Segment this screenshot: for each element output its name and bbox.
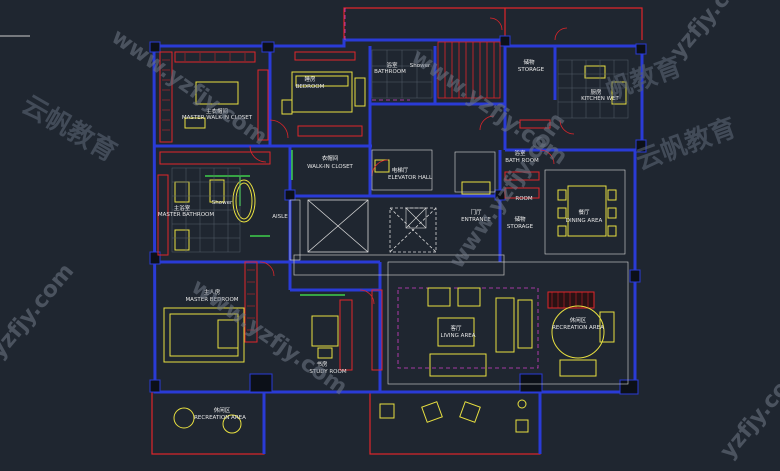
label-room: ROOM: [515, 196, 532, 202]
closet-island: [195, 81, 239, 105]
label-bath-room: BATH ROOM: [505, 158, 539, 164]
label-study-room: STUDY ROOM: [309, 369, 346, 375]
label-master-bedroom-cn: 主人房: [204, 288, 221, 296]
label-bathroom-top-cn: 浴室: [386, 61, 398, 69]
label-walkin-closet-cn: 衣帽间: [322, 154, 339, 162]
label-bathroom-top: BATHROOM: [374, 69, 406, 75]
recreation-table: [551, 305, 605, 359]
label-bedroom: BEDROOM: [296, 84, 325, 90]
label-walkin-closet: WALK-IN CLOSET: [307, 164, 353, 170]
label-master-bathroom-cn: 主浴室: [174, 204, 191, 212]
label-aisle: AISLE: [272, 214, 288, 220]
elevator-shafts: [293, 199, 505, 276]
label-master-walkin-closet-cn: 主衣帽间: [206, 107, 228, 115]
furniture: [163, 65, 627, 434]
wardrobe-hatching: [162, 53, 589, 331]
label-entrance: ENTRANCE: [461, 217, 491, 223]
stairs: [437, 41, 501, 99]
dining-table: [567, 185, 607, 237]
label-storage-mid-cn: 储物: [514, 215, 526, 223]
label-master-bathroom: MASTER BATHROOM: [158, 212, 214, 218]
label-storage-top: STORAGE: [518, 67, 545, 73]
label-bedroom-cn: 睡房: [304, 75, 316, 83]
casework: [157, 51, 595, 371]
label-kitchen-wet: KITCHEN WET: [581, 96, 619, 102]
label-storage-top-cn: 储物: [523, 58, 535, 66]
label-entrance-cn: 门厅: [470, 208, 482, 216]
label-elevator-hall-cn: 电梯厅: [392, 166, 409, 174]
label-master-walkin-closet: MASTER WALK-IN CLOSET: [182, 115, 253, 121]
label-master-bedroom: MASTER BEDROOM: [185, 297, 238, 303]
bedroom-bed: [291, 71, 353, 113]
label-living-area: LIVING AREA: [440, 333, 475, 339]
closet-bench: [184, 117, 206, 129]
study-desk: [311, 315, 339, 347]
label-recreation-bottom-cn: 休闲区: [214, 406, 231, 414]
label-storage-mid: STORAGE: [507, 224, 534, 230]
room-labels: 主衣帽间 MASTER WALK-IN CLOSET 睡房 BEDROOM 浴室…: [158, 58, 620, 421]
label-study-room-cn: 书房: [316, 360, 328, 368]
misc-lines: [289, 149, 629, 385]
label-dining-area: DINING AREA: [566, 218, 603, 224]
columns: [149, 35, 647, 395]
master-bed: [163, 307, 245, 363]
label-elevator-hall: ELEVATOR HALL: [388, 175, 433, 181]
label-bath-room-cn: 浴室: [514, 149, 526, 157]
label-living-area-cn: 客厅: [450, 324, 462, 332]
label-master-bathroom-note: Shower: [212, 200, 233, 206]
walls: [152, 38, 644, 454]
label-recreation-right: RECREATION AREA: [552, 325, 604, 331]
label-kitchen-wet-cn: 厨房: [590, 88, 602, 96]
label-bathroom-top-note: Shower: [410, 63, 431, 69]
label-recreation-bottom: RECREATION AREA: [194, 415, 246, 421]
label-dining-area-cn: 餐厅: [578, 208, 590, 216]
label-recreation-right-cn: 休闲区: [570, 316, 587, 324]
floor-grids: [171, 49, 629, 253]
bathtub: [232, 179, 256, 223]
